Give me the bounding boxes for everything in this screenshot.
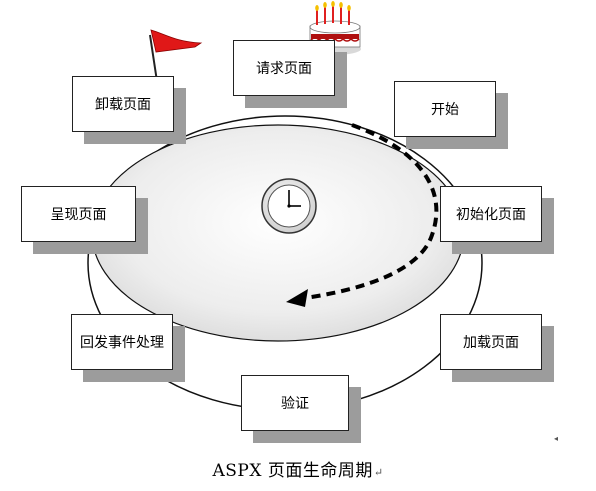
stage-request-label: 请求页面 bbox=[256, 61, 312, 77]
stage-request: 请求页面 bbox=[233, 40, 335, 96]
stage-start: 开始 bbox=[394, 81, 496, 137]
stage-postback-label: 回发事件处理 bbox=[80, 335, 164, 351]
stage-start-label: 开始 bbox=[431, 102, 459, 118]
stage-render-label: 呈现页面 bbox=[50, 207, 107, 223]
stage-postback: 回发事件处理 bbox=[71, 314, 173, 370]
birthday-cake-icon bbox=[307, 1, 361, 55]
caption-text: ASPX 页面生命周期 bbox=[212, 461, 373, 481]
stage-validate: 验证 bbox=[241, 375, 349, 431]
caption-return-mark: ↵ bbox=[373, 466, 384, 479]
stage-load: 加载页面 bbox=[440, 314, 542, 370]
stage-init: 初始化页面 bbox=[440, 186, 542, 242]
stage-unload-label: 卸载页面 bbox=[95, 97, 151, 113]
clock-icon bbox=[261, 178, 317, 234]
diagram-caption: ASPX 页面生命周期↵ bbox=[0, 456, 596, 481]
stage-load-label: 加载页面 bbox=[463, 335, 519, 351]
dashed-arrow-icon bbox=[286, 123, 439, 307]
stage-render: 呈现页面 bbox=[21, 186, 136, 242]
stage-init-label: 初始化页面 bbox=[456, 207, 526, 223]
corner-mark: ◂ bbox=[554, 434, 559, 443]
stage-validate-label: 验证 bbox=[281, 396, 309, 412]
stage-unload: 卸载页面 bbox=[72, 76, 174, 132]
